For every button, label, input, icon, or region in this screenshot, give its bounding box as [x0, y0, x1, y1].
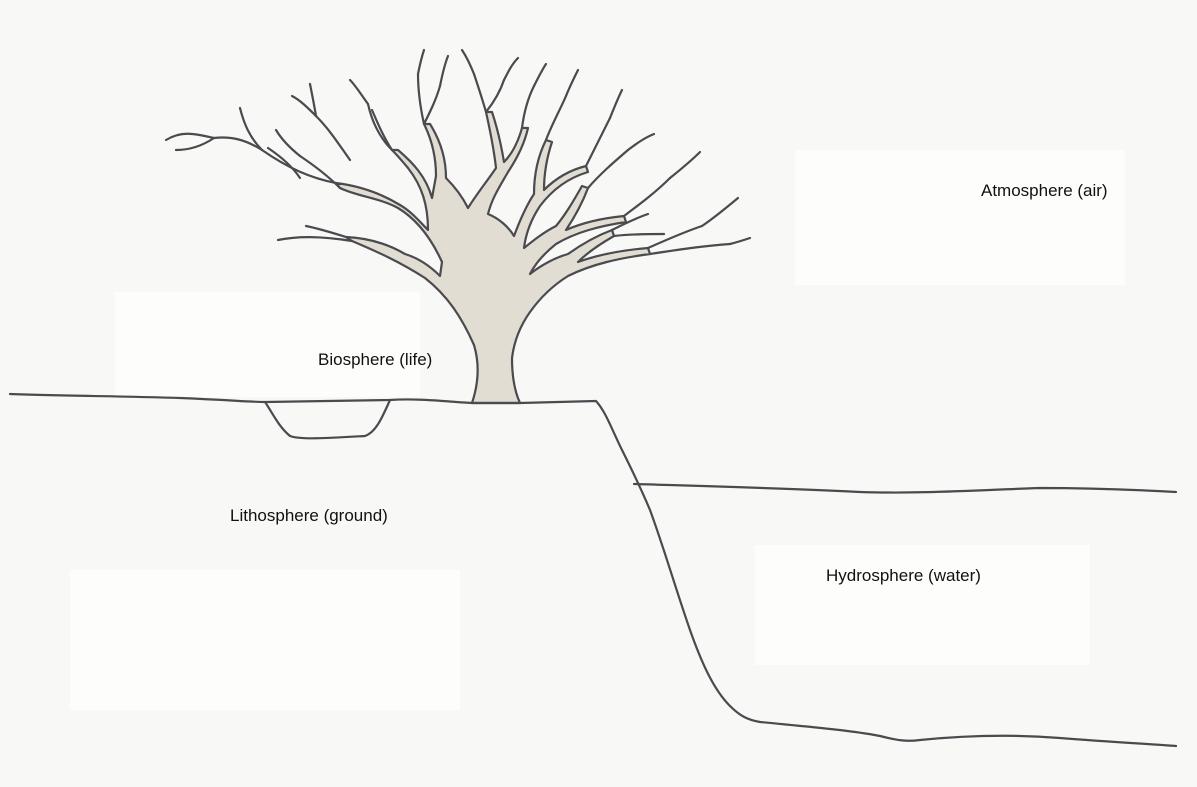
branch: [614, 234, 664, 236]
ground-surface-line: [10, 394, 1176, 746]
hydrosphere-label: Hydrosphere (water): [826, 566, 981, 586]
branch: [424, 86, 440, 124]
branch: [440, 56, 448, 86]
branch: [278, 237, 352, 241]
water-surface-line: [634, 484, 1176, 493]
branch: [610, 90, 622, 118]
atmosphere-label: Atmosphere (air): [981, 181, 1108, 201]
branch: [522, 86, 534, 128]
branch: [670, 152, 700, 178]
branch: [474, 74, 486, 112]
biosphere-label: Biosphere (life): [318, 350, 432, 370]
branch: [350, 80, 368, 104]
branch: [628, 134, 654, 150]
branch: [650, 244, 730, 254]
lithosphere-label: Lithosphere (ground): [230, 506, 388, 526]
branch: [306, 226, 346, 237]
branch: [462, 50, 474, 74]
branch: [586, 118, 610, 166]
branch: [166, 134, 214, 140]
branch: [648, 226, 702, 248]
tree-illustration: [166, 50, 750, 403]
branch: [276, 130, 300, 156]
branch: [214, 138, 336, 184]
branch: [504, 58, 518, 80]
pond-depression: [265, 400, 390, 438]
branch: [372, 110, 392, 150]
branch: [300, 156, 340, 188]
branch: [176, 138, 214, 150]
branch: [730, 238, 750, 244]
branch: [588, 150, 628, 188]
branch: [418, 74, 424, 124]
branch: [624, 178, 670, 216]
branch: [546, 96, 566, 140]
branch: [418, 50, 424, 74]
branch: [702, 198, 738, 226]
branch: [566, 70, 578, 96]
branch: [316, 116, 350, 160]
branch: [534, 64, 546, 86]
branch: [486, 80, 504, 112]
